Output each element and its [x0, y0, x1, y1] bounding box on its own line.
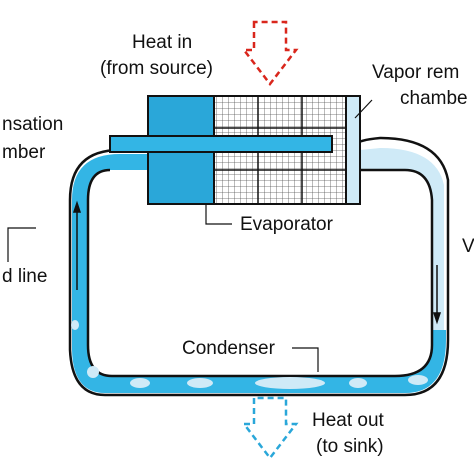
flow-direction-arrows [72, 200, 442, 325]
vapor-line-label: V [462, 236, 474, 257]
heat-out-arrow [241, 396, 299, 461]
loop-inner-outline [86, 168, 434, 378]
compensation-chamber-label-line1: nsation [2, 114, 63, 135]
leader-lines [7, 99, 373, 372]
heat-out-label-line1: Heat out [312, 410, 385, 431]
liquid-line-pipe [68, 136, 450, 397]
heat-in-label-line1: Heat in [132, 32, 192, 53]
vapor-removal-label-line1: Vapor rem [372, 62, 459, 83]
vapor-removal-label-line2: chambe [400, 88, 468, 109]
bayonet-tube [109, 135, 333, 153]
vapor-fill [360, 148, 444, 330]
vapor-bubbles [71, 320, 428, 389]
heat-in-arrow [241, 20, 299, 87]
heat-in-label-line2: (from source) [100, 58, 213, 79]
heat-out-label-line2: (to sink) [316, 436, 384, 457]
evaporator-label: Evaporator [240, 214, 334, 235]
liquid-line-label: d line [2, 266, 47, 287]
vapor-removal-chamber [345, 95, 361, 205]
compensation-chamber-label-line2: mber [2, 142, 46, 163]
condenser-label: Condenser [182, 338, 276, 359]
